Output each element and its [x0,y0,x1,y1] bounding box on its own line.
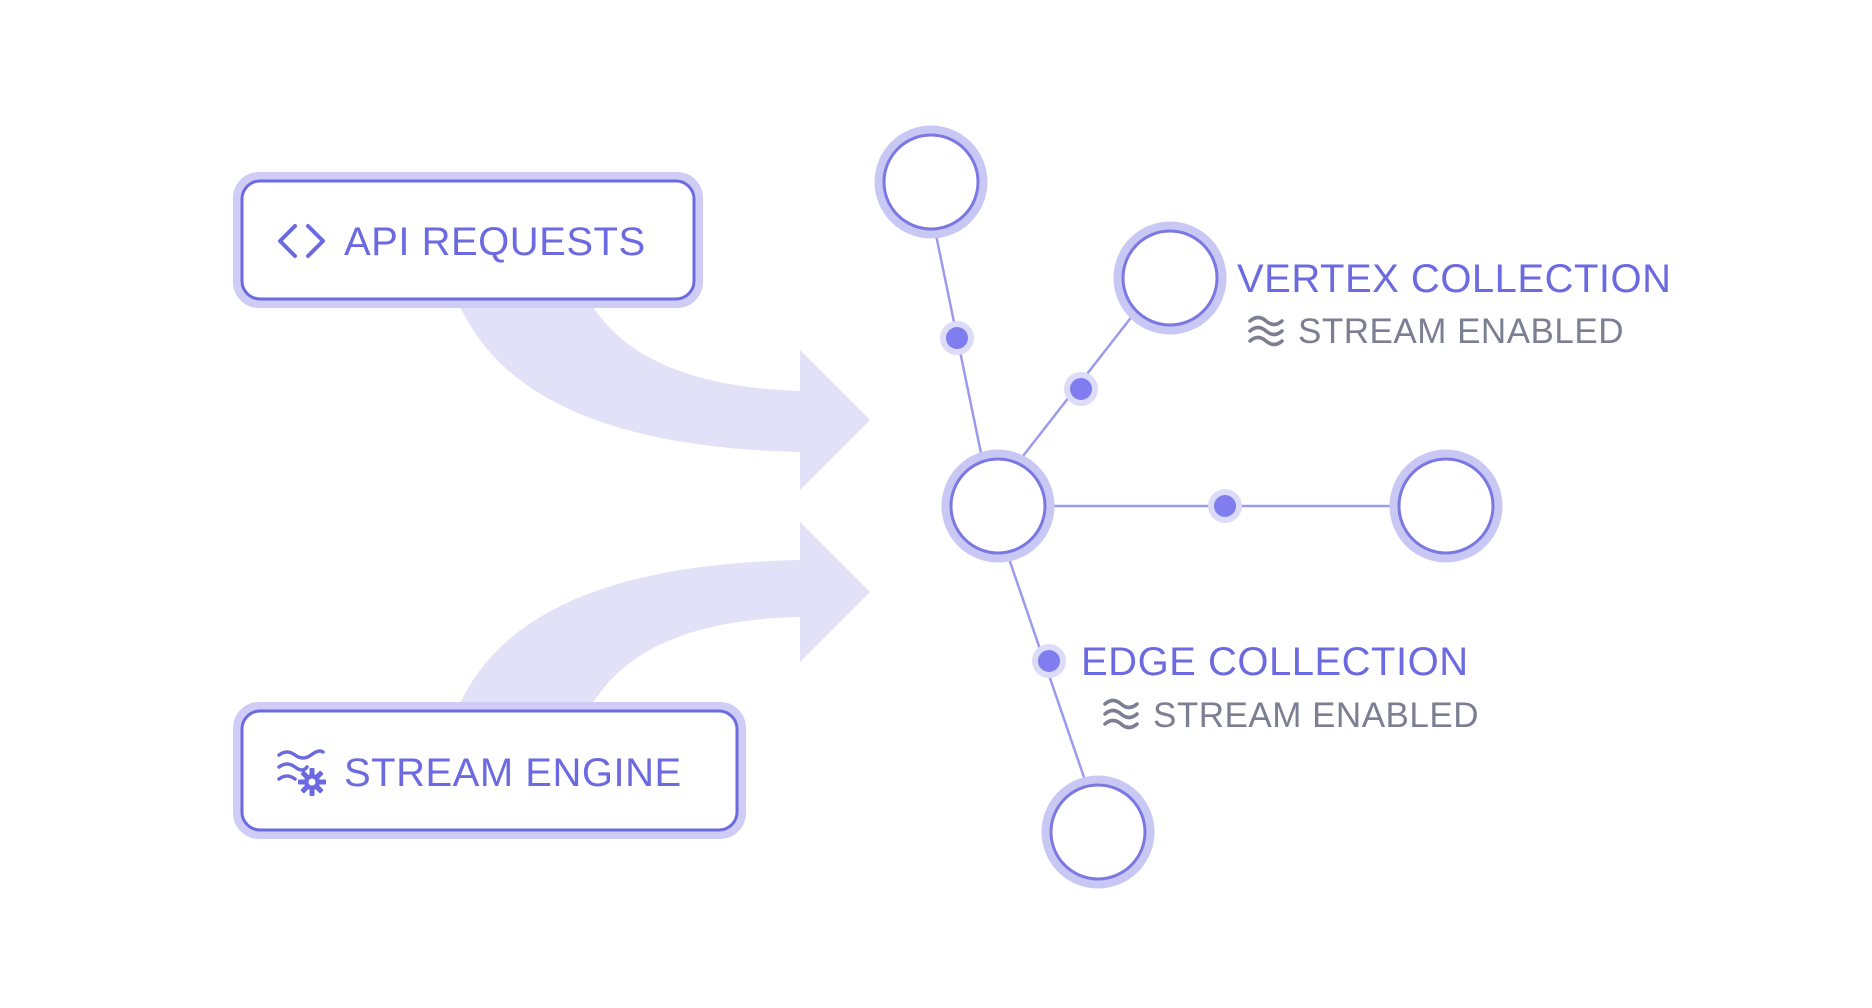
api-requests-label: API REQUESTS [344,220,646,264]
edge-dot [940,321,974,355]
stream-engine-box[interactable]: STREAM ENGINE [233,702,746,839]
vertex-collection-label: VERTEX COLLECTION STREAM ENABLED [1237,257,1672,351]
vertex-node-right[interactable] [1389,449,1503,563]
vertex-node-top[interactable] [874,125,988,239]
edge-dot [1064,372,1098,406]
edge-collection-subtitle: STREAM ENABLED [1153,696,1479,735]
vertex-collection-subtitle: STREAM ENABLED [1298,312,1624,351]
vertex-node-upper-right[interactable] [1113,221,1227,335]
waves-icon [1248,315,1284,347]
vertex-collection-title: VERTEX COLLECTION [1237,257,1672,301]
flow-arrows [458,302,870,708]
api-requests-box[interactable]: API REQUESTS [233,172,703,308]
stream-flow-arrow [458,522,870,708]
waves-icon [1103,698,1139,730]
edge-dot [1208,489,1242,523]
api-flow-arrow [458,302,870,490]
vertex-node-center[interactable] [941,449,1055,563]
edge-collection-title: EDGE COLLECTION [1081,640,1469,684]
stream-engine-label: STREAM ENGINE [344,751,682,795]
edge-dot [1032,644,1066,678]
stream-gear-icon [277,749,326,796]
edge-collection-label: EDGE COLLECTION STREAM ENABLED [1081,640,1479,735]
vertex-node-bottom[interactable] [1041,775,1155,889]
edge-dots [940,321,1242,678]
code-brackets-icon [278,224,325,258]
graph-vertices [874,125,1503,889]
